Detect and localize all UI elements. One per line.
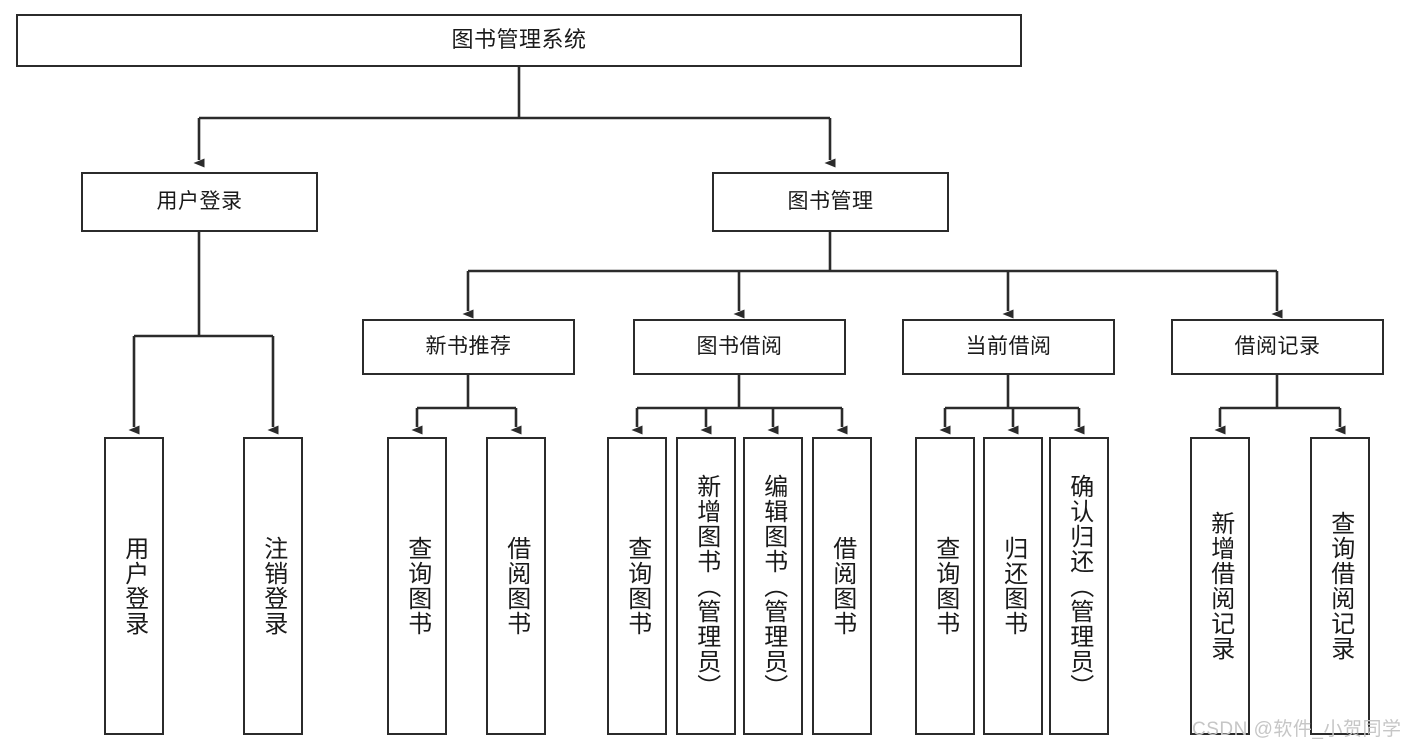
node-root-book-management-system[interactable]: 图书管理系统: [16, 14, 1022, 67]
node-book-management[interactable]: 图书管理: [712, 172, 949, 232]
leaf-borrow-book[interactable]: 借阅图书: [812, 437, 872, 735]
leaf-return-book[interactable]: 归还图书: [983, 437, 1043, 735]
leaf-add-borrow-record[interactable]: 新增借阅记录: [1190, 437, 1250, 735]
node-current-borrow[interactable]: 当前借阅: [902, 319, 1115, 375]
node-label: 新增图书（管理员）: [692, 473, 720, 699]
leaf-query-book-recommend[interactable]: 查询图书: [387, 437, 447, 735]
leaf-user-login[interactable]: 用户登录: [104, 437, 164, 735]
node-label: 借阅图书: [828, 536, 856, 636]
node-label: 新书推荐: [425, 335, 512, 359]
node-label: 当前借阅: [965, 335, 1052, 359]
leaf-add-book-admin[interactable]: 新增图书（管理员）: [676, 437, 736, 735]
leaf-logout[interactable]: 注销登录: [243, 437, 303, 735]
node-label: 编辑图书（管理员）: [759, 473, 787, 699]
node-label: 确认归还（管理员）: [1065, 473, 1093, 699]
leaf-borrow-book-recommend[interactable]: 借阅图书: [486, 437, 546, 735]
node-label: 新增借阅记录: [1206, 511, 1234, 661]
node-label: 用户登录: [120, 536, 148, 636]
node-label: 查询图书: [623, 536, 651, 636]
node-label: 图书管理: [787, 190, 874, 214]
leaf-edit-book-admin[interactable]: 编辑图书（管理员）: [743, 437, 803, 735]
node-new-book-recommendation[interactable]: 新书推荐: [362, 319, 575, 375]
leaf-confirm-return-admin[interactable]: 确认归还（管理员）: [1049, 437, 1109, 735]
node-book-borrow[interactable]: 图书借阅: [633, 319, 846, 375]
node-label: 注销登录: [259, 536, 287, 636]
node-label: 查询图书: [931, 536, 959, 636]
node-label: 用户登录: [156, 190, 243, 214]
node-borrow-record[interactable]: 借阅记录: [1171, 319, 1384, 375]
node-label: 查询图书: [403, 536, 431, 636]
node-label: 图书管理系统: [451, 27, 587, 53]
node-label: 借阅记录: [1234, 335, 1321, 359]
node-label: 查询借阅记录: [1326, 511, 1354, 661]
node-user-login[interactable]: 用户登录: [81, 172, 318, 232]
leaf-query-book-borrow[interactable]: 查询图书: [607, 437, 667, 735]
node-label: 图书借阅: [696, 335, 783, 359]
node-label: 借阅图书: [502, 536, 530, 636]
csdn-watermark: CSDN @软件_小贺同学: [1192, 719, 1402, 740]
node-label: 归还图书: [999, 536, 1027, 636]
leaf-query-book-current[interactable]: 查询图书: [915, 437, 975, 735]
leaf-query-borrow-record[interactable]: 查询借阅记录: [1310, 437, 1370, 735]
